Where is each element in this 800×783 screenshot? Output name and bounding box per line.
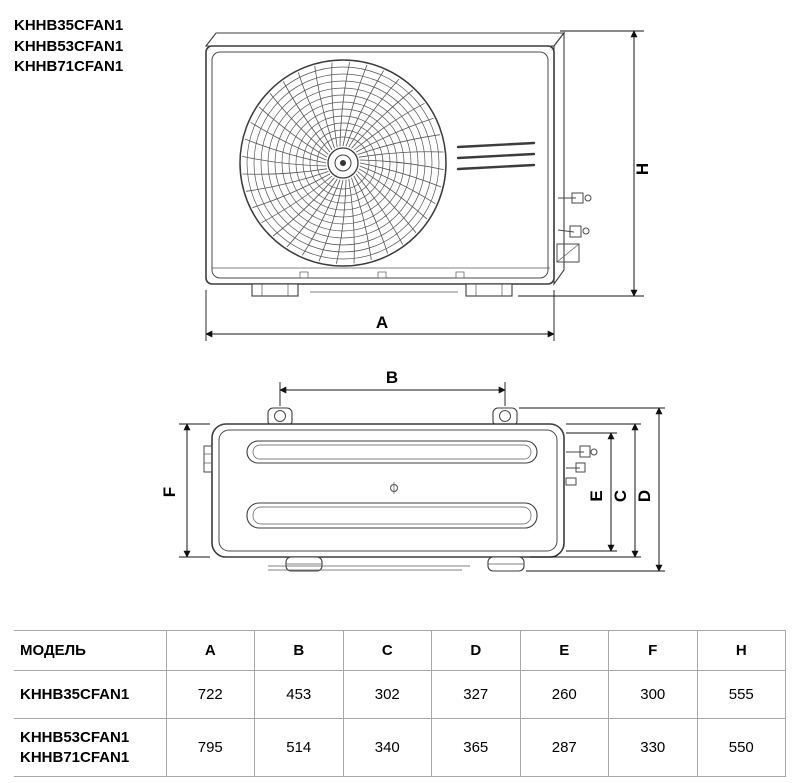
row2-e: 287 — [519, 718, 609, 777]
fan-hub-dot — [340, 160, 346, 166]
row1-h: 555 — [696, 670, 786, 719]
row2-c: 340 — [342, 718, 432, 777]
dimension-H: H — [518, 30, 652, 297]
dimension-A: A — [205, 290, 555, 341]
mounting-lugs — [267, 407, 518, 427]
row2-model: KHHB53CFAN1 KHHB71CFAN1 — [14, 718, 167, 777]
fan-spokes — [242, 62, 444, 264]
dim-label-b: B — [386, 368, 398, 387]
model-name-2: KHHB53CFAN1 — [14, 37, 124, 55]
dimension-D: D — [519, 407, 665, 572]
row2-h: 550 — [696, 718, 786, 777]
table-header-model: МОДЕЛЬ — [14, 630, 167, 671]
row1-e: 260 — [519, 670, 609, 719]
table-header-row: МОДЕЛЬ A B C D E F H — [14, 630, 786, 671]
dimension-F: F — [160, 423, 210, 558]
fan-rings — [246, 66, 440, 260]
service-valves — [556, 192, 592, 263]
fan-hub-inner — [334, 154, 352, 172]
row1-a: 722 — [165, 670, 255, 719]
row1-f: 300 — [608, 670, 698, 719]
dim-label-e: E — [587, 490, 606, 501]
row1-model: KHHB35CFAN1 — [14, 670, 167, 719]
front-feet — [251, 283, 513, 297]
table-header-f: F — [608, 630, 698, 671]
top-left-bracket — [203, 445, 213, 473]
unit-side-face — [553, 31, 565, 286]
dimension-E: E — [566, 432, 617, 552]
row1-b: 453 — [254, 670, 344, 719]
row1-d: 327 — [431, 670, 521, 719]
dimensions-table: МОДЕЛЬ A B C D E F H KHHB35CFAN1 722 453… — [14, 630, 786, 777]
top-body-inner — [218, 429, 558, 552]
row2-a: 795 — [165, 718, 255, 777]
top-feet — [268, 556, 525, 572]
row2-f: 330 — [608, 718, 698, 777]
table-header-h: H — [696, 630, 786, 671]
top-valves — [565, 445, 598, 486]
dimension-C: C — [530, 423, 641, 558]
table-row: KHHB35CFAN1 722 453 302 327 260 300 555 — [14, 670, 786, 719]
dim-label-c: C — [611, 490, 630, 502]
row2-d: 365 — [431, 718, 521, 777]
louver-slats — [456, 141, 536, 171]
table-header-c: C — [342, 630, 432, 671]
dim-label-f: F — [160, 487, 179, 497]
dimension-drawing: H A — [160, 30, 665, 572]
table-row: KHHB53CFAN1 KHHB71CFAN1 795 514 340 365 … — [14, 718, 786, 777]
table-header-e: E — [519, 630, 609, 671]
bottom-strip — [212, 267, 550, 279]
row2-b: 514 — [254, 718, 344, 777]
table-header-b: B — [254, 630, 344, 671]
unit-top-face — [204, 32, 566, 47]
model-name-1: KHHB35CFAN1 — [14, 17, 124, 34]
dim-label-h: H — [633, 163, 652, 175]
top-view: B F E C — [160, 368, 665, 572]
dim-label-d: D — [635, 490, 654, 502]
row1-c: 302 — [342, 670, 432, 719]
top-slots — [246, 440, 538, 529]
model-name-3: KHHB71CFAN1 — [14, 58, 124, 76]
model-list: KHHB35CFAN1 KHHB53CFAN1 KHHB71CFAN1 — [14, 16, 123, 78]
dimension-B: B — [279, 368, 506, 406]
table-header-d: D — [431, 630, 521, 671]
fan-grille — [239, 59, 447, 267]
table-header-a: A — [165, 630, 255, 671]
dim-label-a: A — [376, 313, 388, 332]
front-view: H A — [204, 30, 652, 341]
